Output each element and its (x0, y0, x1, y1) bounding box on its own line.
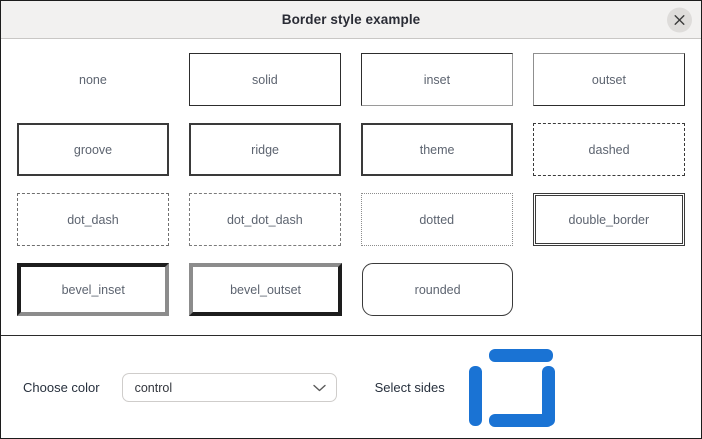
samples-row-1: none solid inset outset (17, 53, 685, 123)
side-toggle-bottom[interactable] (488, 413, 553, 427)
sample-box-double-border: double_border (532, 193, 685, 246)
sample-box-outset: outset (532, 53, 685, 106)
side-toggle-top[interactable] (488, 348, 553, 362)
sample-box-ridge: ridge (189, 123, 342, 176)
sample-box-dashed: dashed (533, 123, 685, 176)
title-bar: Border style example (1, 1, 701, 39)
sample-label: groove (73, 142, 113, 157)
samples-row-4: bevel_inset bevel_outset rounded (17, 263, 685, 333)
sample-label: dotted (419, 212, 455, 227)
sample-label: dot_dash (67, 212, 119, 227)
sample-label: rounded (414, 282, 461, 297)
sample-label: outset (591, 72, 626, 87)
sample-label: bevel_inset (61, 282, 125, 297)
sample-box-none: none (17, 53, 169, 106)
sample-box-inset: inset (360, 53, 513, 106)
close-icon (674, 14, 685, 25)
sample-label: dashed (588, 142, 630, 157)
choose-color-group: Choose color control (23, 373, 337, 402)
sample-box-dotted: dotted (360, 193, 513, 246)
sample-label: bevel_outset (230, 282, 301, 297)
choose-color-label: Choose color (23, 380, 100, 395)
sample-box-bevel-outset: bevel_outset (189, 263, 342, 316)
sample-label: theme (419, 142, 455, 157)
sample-box-solid: solid (188, 53, 341, 106)
sample-label: inset (423, 72, 451, 87)
sample-box-groove: groove (17, 123, 170, 176)
side-toggle-left[interactable] (468, 365, 482, 426)
select-sides-widget (468, 348, 555, 427)
sample-label: double_border (568, 212, 650, 227)
sample-box-bevel-inset: bevel_inset (17, 263, 170, 316)
sample-box-dot-dash: dot_dash (17, 193, 169, 246)
select-sides-label: Select sides (374, 380, 445, 395)
sample-label: ridge (251, 142, 279, 157)
window-title: Border style example (281, 12, 421, 27)
samples-row-3: dot_dash dot_dot_dash dotted double_bord… (17, 193, 685, 263)
controls-panel: Choose color control Select sides (1, 336, 701, 438)
chevron-down-icon (312, 379, 326, 397)
samples-row-2: groove ridge theme dashed (17, 123, 685, 193)
sample-label: none (79, 72, 107, 87)
color-select-dropdown[interactable]: control (121, 373, 337, 402)
sample-box-dot-dot-dash: dot_dot_dash (188, 193, 341, 246)
border-samples-grid: none solid inset outset groove ridge the… (1, 39, 701, 335)
section-divider (1, 335, 701, 336)
sample-box-rounded: rounded (361, 263, 514, 316)
select-sides-group: Select sides (374, 348, 555, 427)
sample-label: dot_dot_dash (226, 212, 303, 227)
sample-box-theme: theme (361, 123, 514, 176)
close-button[interactable] (667, 7, 692, 32)
sample-label: solid (252, 72, 278, 87)
color-select-value: control (134, 380, 173, 395)
side-toggle-right[interactable] (541, 365, 555, 426)
